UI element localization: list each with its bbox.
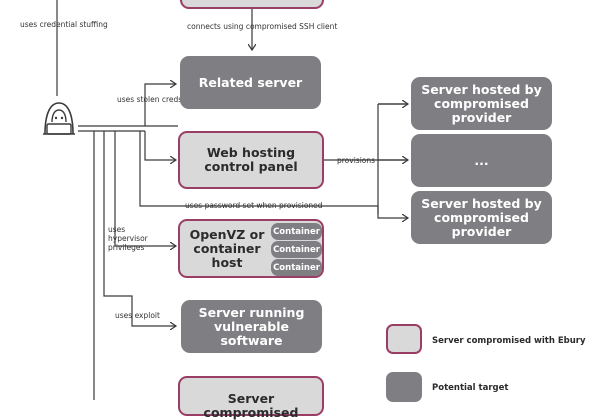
hosted-server-node-1: Server hosted by compromised provider — [411, 77, 552, 130]
legend-target-label: Potential target — [432, 383, 509, 393]
label-ssh-client: connects using compromised SSH client — [187, 22, 338, 31]
label-credential-stuffing: uses credential stuffing — [20, 20, 108, 29]
hooded-attacker-icon — [43, 102, 75, 135]
hosted-server-label-1: Server hosted by compromised provider — [421, 81, 542, 125]
connector-lines — [56, 0, 600, 400]
container-chip-3: Container — [271, 259, 322, 276]
edge-exploit — [103, 131, 176, 326]
label-password-set: uses password set when provisioned — [185, 201, 323, 210]
edge-provisions — [324, 103, 406, 214]
container-chip-1: Container — [271, 223, 322, 240]
vulnerable-server-label: Server running vulnerable software — [198, 304, 305, 348]
top-server-box — [180, 0, 324, 9]
web-hosting-panel-node: Web hosting control panel — [178, 131, 324, 189]
web-hosting-panel-label: Web hosting control panel — [204, 145, 298, 174]
edge-password-set — [139, 131, 408, 218]
bottom-compromised-label: Server compromised — [203, 391, 299, 420]
vulnerable-server-node: Server running vulnerable software — [181, 300, 322, 353]
legend-compromised-swatch — [386, 324, 422, 354]
hosted-server-node-2: Server hosted by compromised provider — [411, 191, 552, 244]
edge-hypervisor — [114, 131, 176, 246]
edge-stolen-creds — [144, 84, 176, 126]
label-exploit: uses exploit — [115, 311, 160, 320]
openvz-host-label: OpenVZ or container host — [189, 226, 265, 270]
edge-to-web-hosting — [144, 131, 176, 160]
container-chip-2: Container — [271, 241, 322, 258]
legend-compromised-label: Server compromised with Ebury — [432, 336, 586, 346]
label-stolen-creds: uses stolen creds — [117, 95, 183, 104]
label-hypervisor: uses hypervisor privileges — [108, 225, 148, 252]
hosted-server-node-ellipsis: ... — [411, 134, 552, 187]
hosted-server-label-2: Server hosted by compromised provider — [421, 195, 542, 239]
label-provisions: provisions — [337, 156, 376, 165]
related-server-node: Related server — [180, 56, 321, 109]
bottom-compromised-node: Server compromised — [178, 376, 324, 420]
legend-target-swatch — [386, 372, 422, 402]
